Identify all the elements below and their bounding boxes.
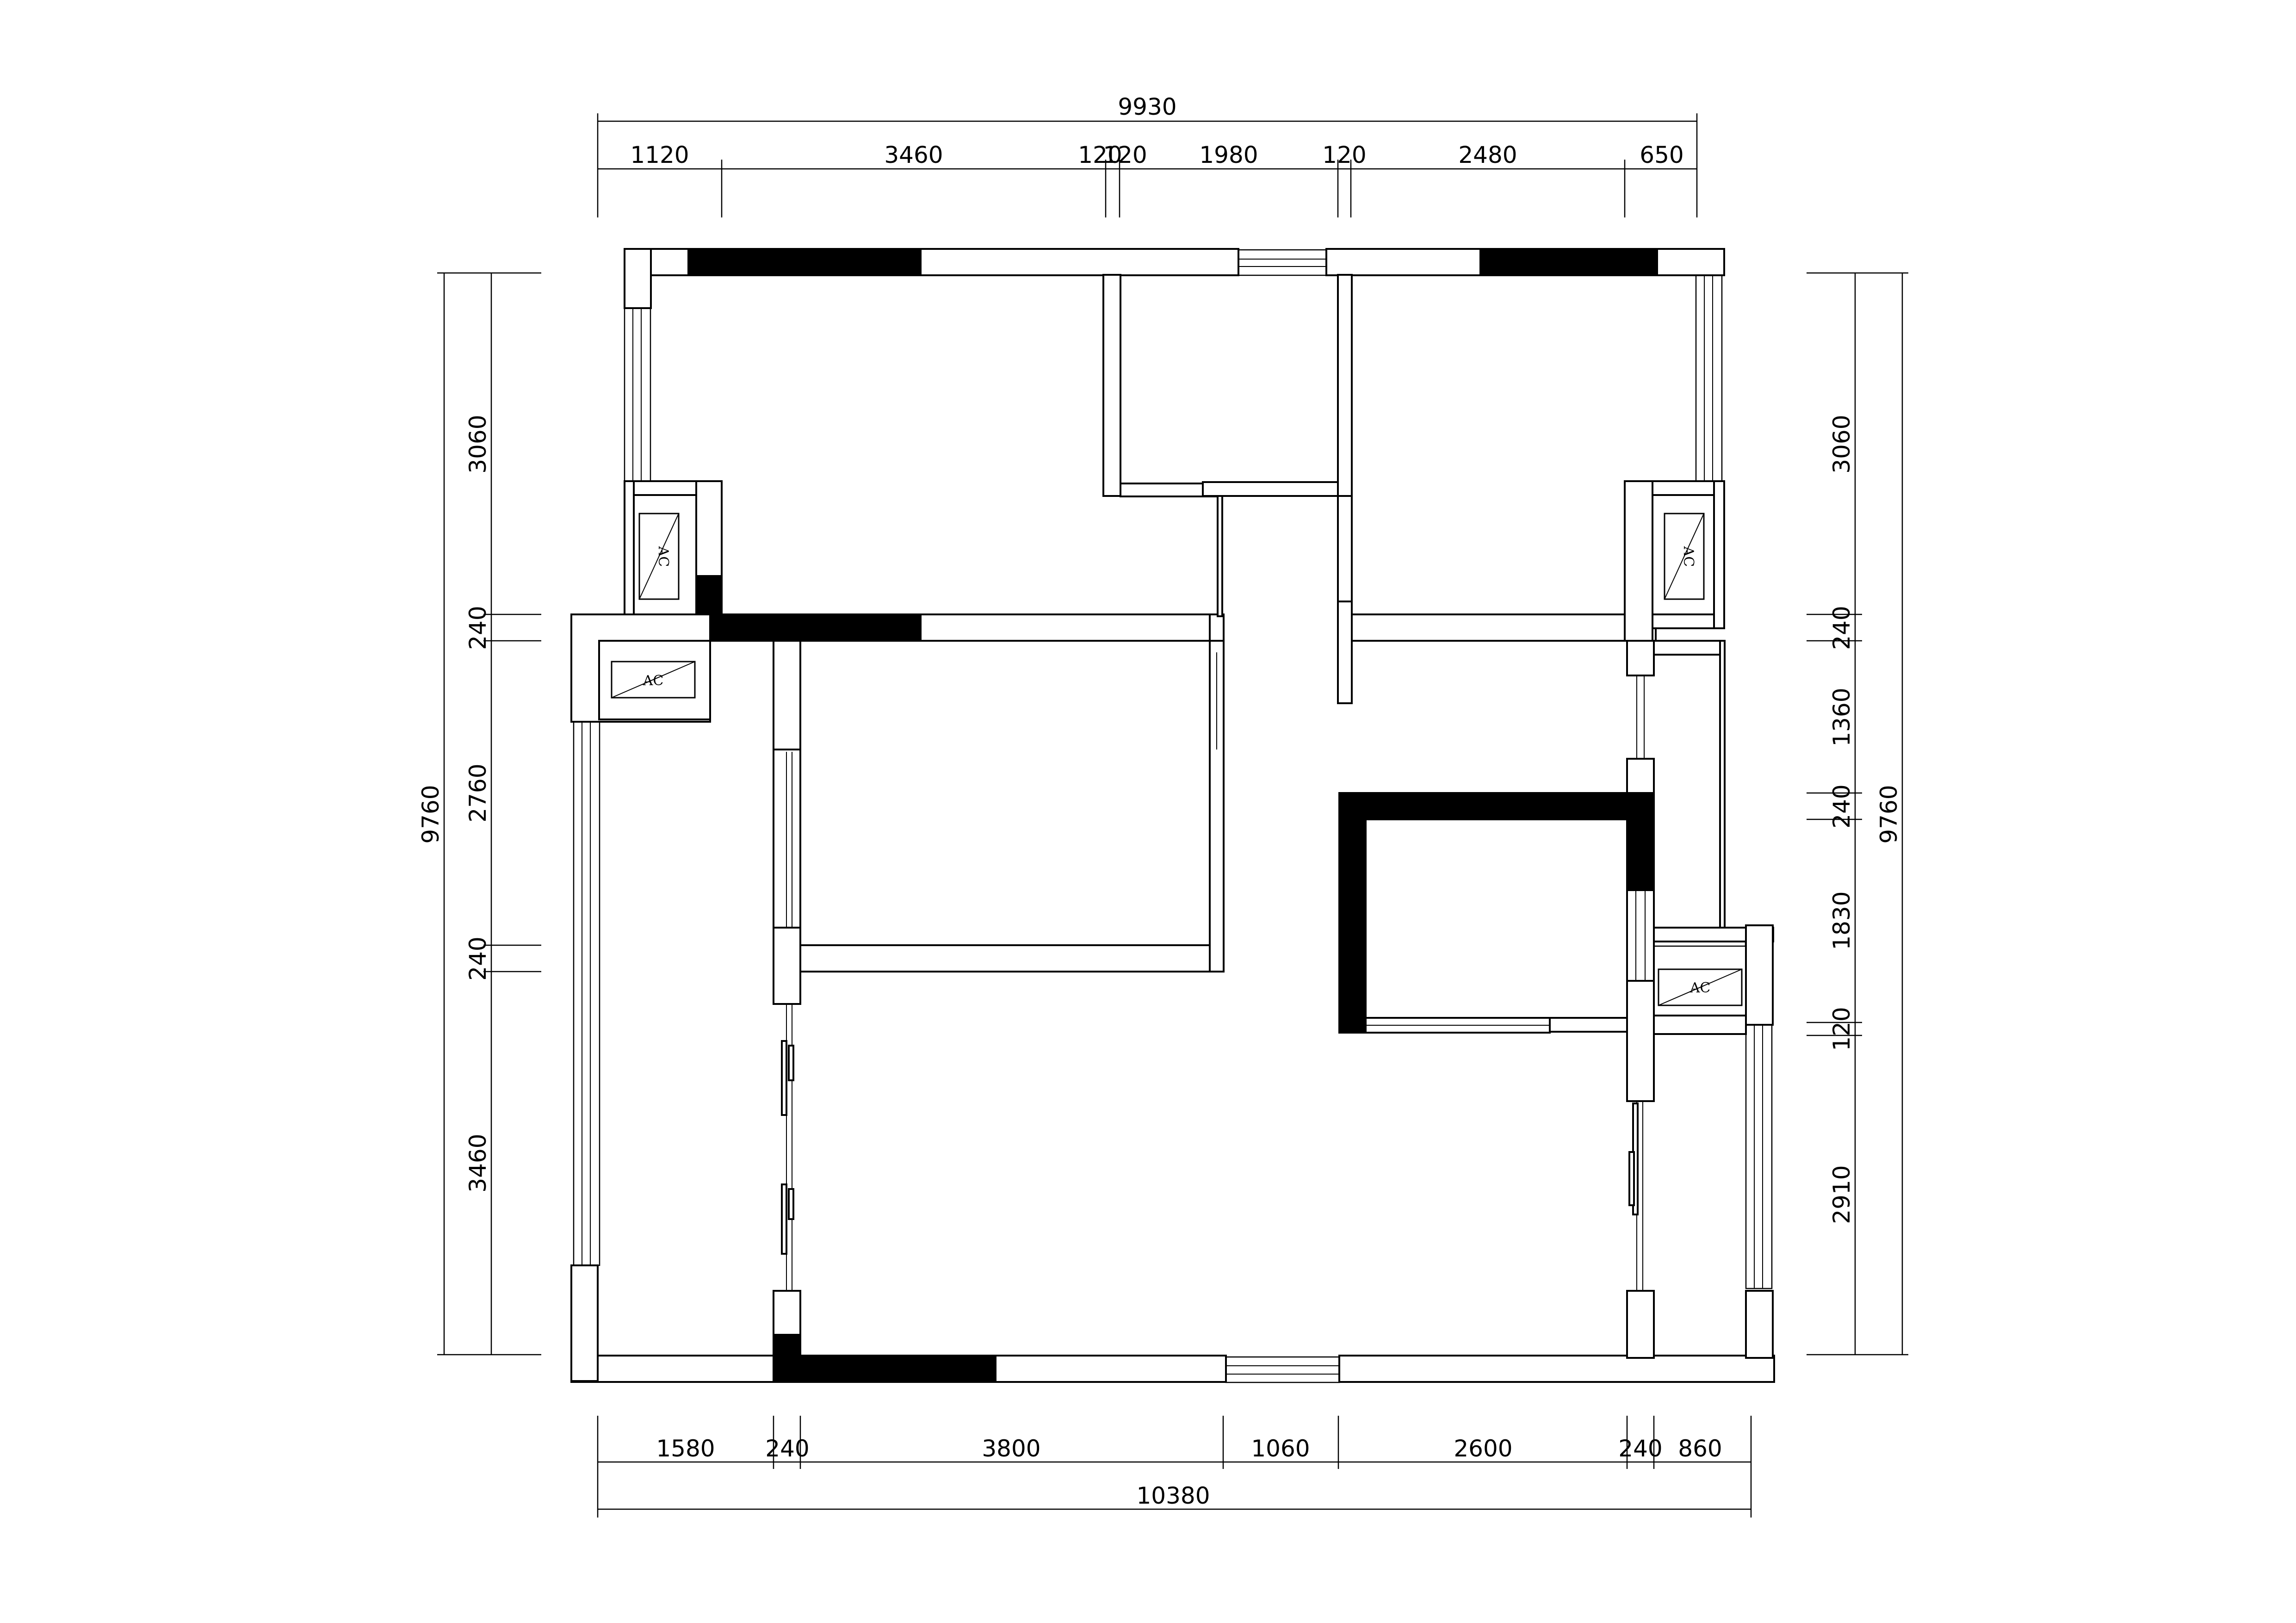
wall-partition-a (1102, 274, 1121, 497)
wall-partition-b (1337, 274, 1353, 497)
dim-right-7: 2910 (1828, 1165, 1855, 1224)
ac-units: AC AC AC AC (611, 513, 1743, 1006)
ac-label: AC (1680, 546, 1696, 567)
wall-bottom-left-solid (773, 1356, 996, 1382)
window-left-lower (573, 721, 600, 1266)
dim-bottom-7: 860 (1678, 1435, 1722, 1462)
dim-right-3: 1360 (1828, 688, 1855, 746)
window-left-upper (624, 305, 651, 483)
dim-left-2: 240 (464, 606, 491, 650)
dim-right-6: 120 (1828, 1007, 1855, 1051)
dim-right-5: 1830 (1828, 891, 1855, 950)
dim-top-total: 9930 (1118, 93, 1176, 120)
dim-right-1: 3060 (1828, 415, 1855, 473)
window-right-upper (1695, 274, 1723, 482)
wall-bathroom-right (1626, 792, 1655, 891)
wall-kitchen-bottom (799, 944, 1225, 973)
dim-right-total: 9760 (1875, 785, 1902, 843)
dim-left-4: 240 (464, 936, 491, 980)
ac-unit-right-upper: AC (1664, 513, 1705, 600)
walls (570, 248, 1775, 1383)
dim-top-8: 650 (1640, 142, 1683, 168)
dim-left-5: 3460 (464, 1134, 491, 1192)
dim-left-1: 3060 (464, 415, 491, 473)
dim-top-2: 3460 (884, 142, 943, 168)
dim-bottom-2: 240 (765, 1435, 809, 1462)
dim-bottom-1: 1580 (656, 1435, 715, 1462)
ac-label: AC (643, 673, 664, 689)
wall-bathroom-top (1338, 792, 1655, 820)
wall-mid-left-solid (695, 614, 922, 641)
dim-top-1: 1120 (630, 142, 689, 168)
wall-right-mid (1337, 613, 1657, 642)
dim-bottom-6: 240 (1618, 1435, 1662, 1462)
ac-unit-left-mid: AC (611, 661, 696, 699)
dim-top-3: 120 (1078, 142, 1122, 168)
bottom-dimensions: 1580 240 3800 1060 2600 240 860 10380 (597, 1416, 1752, 1518)
dim-right-4: 240 (1828, 784, 1855, 828)
top-dimensions: 9930 1120 3460 120 120 1980 120 2480 650 (597, 93, 1698, 217)
dim-bottom-3: 3800 (982, 1435, 1040, 1462)
dim-top-7: 2480 (1458, 142, 1517, 168)
ac-label: AC (1690, 980, 1711, 996)
dim-bottom-4: 1060 (1251, 1435, 1310, 1462)
window-bottom (1225, 1356, 1340, 1383)
window-right-lower (1745, 1024, 1773, 1289)
dim-bottom-5: 2600 (1454, 1435, 1512, 1462)
wall-top-left-solid (687, 249, 922, 276)
left-dimensions: 9760 3060 240 2760 240 3460 (417, 272, 541, 1356)
right-dimensions: 3060 240 1360 240 1830 120 2910 9760 (1807, 272, 1908, 1356)
window-top-center (1238, 249, 1327, 276)
windows (573, 249, 1773, 1383)
dim-left-total: 9760 (417, 785, 444, 843)
dim-top-5: 1980 (1199, 142, 1258, 168)
dim-top-4: 120 (1103, 142, 1147, 168)
dim-left-3: 2760 (464, 763, 491, 822)
ac-label: AC (655, 546, 671, 567)
wall-bottom-right (1338, 1355, 1775, 1383)
dim-right-2: 240 (1828, 606, 1855, 650)
wall-kitchen-left (773, 640, 801, 753)
wall-bathroom-left (1338, 792, 1367, 1034)
ac-unit-left-upper: AC (638, 513, 680, 600)
wall-top-right-solid (1479, 249, 1658, 276)
ac-unit-right-lower: AC (1658, 968, 1743, 1006)
dim-bottom-total: 10380 (1136, 1482, 1210, 1509)
dim-top-6: 120 (1322, 142, 1366, 168)
